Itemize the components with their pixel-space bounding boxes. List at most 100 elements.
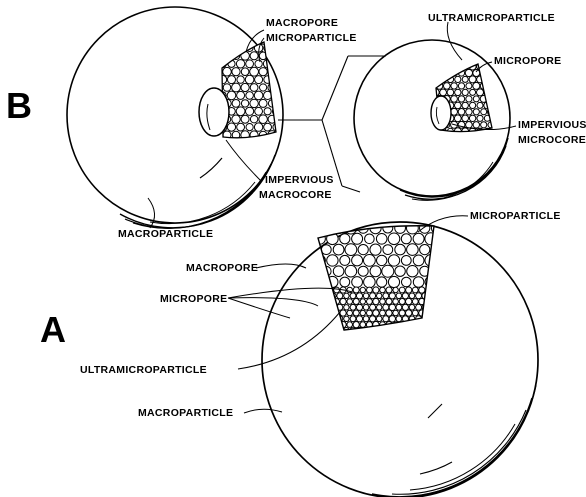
pore-cell (407, 266, 418, 277)
pore-cell (481, 122, 487, 128)
pore-cell (402, 293, 408, 299)
pore-cell (241, 36, 249, 44)
pore-cell (451, 108, 458, 115)
pore-cell (352, 277, 363, 288)
pore-cell (396, 316, 402, 322)
pore-cell (264, 123, 272, 131)
pore-cell (370, 244, 381, 255)
pore-cell (447, 63, 453, 69)
pore-cell (432, 266, 443, 277)
pore-cell (383, 327, 389, 333)
pore-cell (340, 310, 346, 316)
pore-cell (315, 234, 326, 245)
pore-cell (458, 83, 464, 89)
pore-cell (419, 322, 425, 328)
pore-cell (402, 277, 412, 287)
pore-cell (477, 102, 483, 108)
pore-cell (360, 322, 366, 328)
pore-cell (255, 107, 263, 115)
pore-cell (406, 310, 412, 316)
pore-cell (259, 115, 268, 124)
pore-cell (376, 328, 382, 334)
connector-brace (278, 56, 386, 192)
pore-cell (473, 122, 479, 128)
pore-cell (477, 115, 483, 121)
panel-b-letter: B (6, 85, 32, 126)
pore-cell (383, 245, 393, 255)
pore-cell (232, 68, 240, 76)
pore-cell (246, 107, 254, 115)
pore-cell (389, 316, 395, 322)
pore-cell (337, 327, 343, 333)
pore-cell (370, 304, 376, 310)
pore-cell (367, 299, 373, 305)
pore-cell (254, 91, 263, 100)
pore-cell (237, 91, 245, 99)
pore-cell (419, 287, 425, 293)
panel-a-letter: A (40, 309, 66, 350)
pore-cell (273, 44, 280, 51)
pore-cell (250, 84, 258, 92)
pore-cell (321, 223, 331, 233)
pore-cell (388, 255, 399, 266)
pore-cell (396, 327, 402, 333)
pore-cell (347, 322, 353, 328)
pore-cell (214, 36, 222, 44)
pore-cell (462, 89, 468, 95)
pore-cell (488, 96, 495, 103)
pore-cell (380, 310, 386, 316)
pore-cell (273, 60, 281, 68)
microcore-b2 (431, 96, 451, 130)
pore-cell (237, 123, 245, 131)
pore-cell (455, 76, 461, 82)
pore-cell (409, 305, 415, 311)
pore-cell (401, 234, 411, 244)
pore-cell (436, 70, 443, 77)
pore-cell (237, 44, 245, 52)
pore-cell (383, 293, 389, 299)
pore-cell (484, 76, 491, 83)
pore-cell (273, 92, 281, 100)
pore-cell (462, 102, 468, 108)
pore-cell (458, 96, 464, 102)
pore-cell (402, 304, 408, 310)
pore-cell (260, 84, 267, 91)
pore-cell (255, 60, 262, 67)
pore-cell (331, 305, 337, 311)
pore-cell (358, 266, 368, 276)
pore-cell (480, 70, 487, 77)
pore-cell (377, 255, 387, 265)
pore-cell (425, 233, 437, 245)
pore-cell (214, 52, 222, 60)
pore-cell (370, 316, 376, 322)
pore-cell (218, 44, 227, 53)
label-a-macropore: MACROPORE (186, 262, 258, 274)
pore-cell (377, 293, 382, 298)
pore-cell (356, 293, 362, 299)
pore-cell (273, 123, 280, 130)
pore-cell (477, 89, 484, 96)
pore-cell (377, 277, 387, 287)
pore-cell (412, 322, 418, 328)
pore-cell (462, 115, 469, 122)
pore-cell (383, 223, 393, 233)
pore-cell (347, 310, 353, 316)
pore-cell (389, 304, 395, 310)
pore-cell (399, 287, 405, 293)
pore-cell (223, 67, 232, 76)
label-a-ultramicroparticle: ULTRAMICROPARTICLE (80, 364, 207, 376)
label-b-impervious-1: IMPERVIOUS (265, 174, 334, 186)
pore-cell (246, 60, 254, 68)
pore-cell (331, 328, 337, 334)
pore-cell (223, 84, 231, 92)
pore-cell (241, 115, 249, 123)
pore-cell (352, 255, 363, 266)
pore-cell (440, 89, 447, 96)
pore-cell (380, 299, 386, 305)
pore-cell (454, 115, 461, 122)
pore-cell (388, 233, 400, 245)
pore-cell (462, 76, 468, 82)
pore-cell (232, 115, 240, 123)
pore-cell (458, 109, 465, 116)
pore-cell (250, 131, 258, 139)
